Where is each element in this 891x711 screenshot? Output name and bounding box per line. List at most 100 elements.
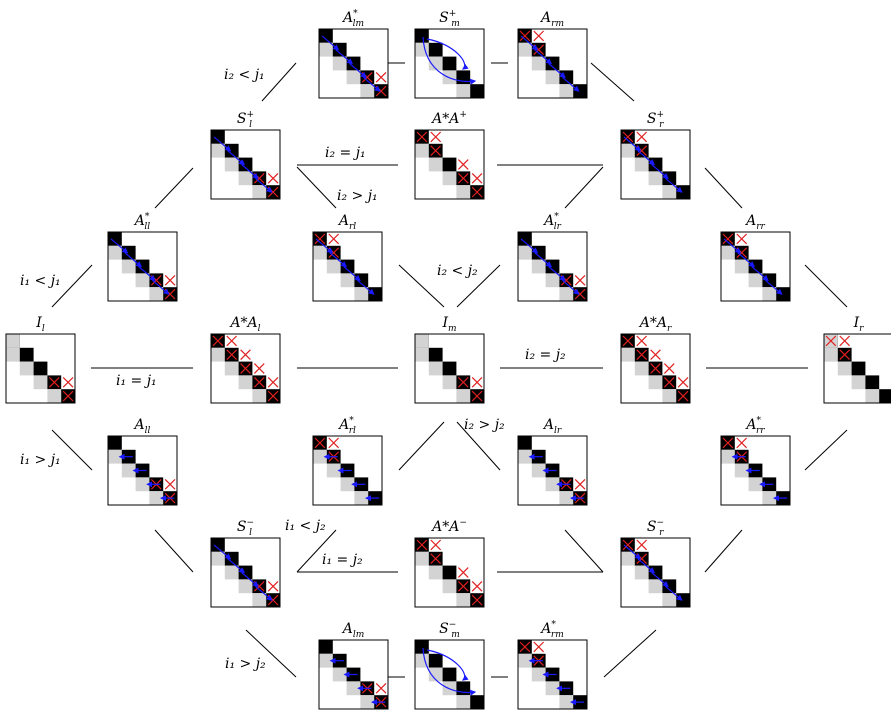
shift-arrow <box>329 252 348 268</box>
shift-arrow <box>651 164 669 180</box>
matrix-box <box>210 333 281 404</box>
shift-arrow <box>213 544 232 560</box>
subdiagonal-cell <box>346 681 361 696</box>
shift-arrow <box>765 279 783 295</box>
shift-arrow <box>562 76 580 92</box>
subdiagonal-cell <box>428 361 443 376</box>
subdiagonal-cell <box>415 653 429 668</box>
matrix-box <box>620 129 691 200</box>
subdiagonal-cell <box>545 681 560 696</box>
zero-cross <box>164 274 176 286</box>
matrix-frame <box>517 435 588 506</box>
subdiagonal-cell <box>149 491 164 505</box>
zero-cross <box>622 131 634 143</box>
node-label: S+r <box>647 110 664 130</box>
shift-arrow <box>623 544 642 560</box>
subdiagonal-cell <box>442 579 457 594</box>
zero-cross <box>267 376 279 388</box>
matrix-frame <box>517 28 588 99</box>
subdiagonal-cell <box>456 389 471 403</box>
node-label: A*rr <box>744 416 765 436</box>
subdiagonal-cell <box>662 185 677 199</box>
subdiagonal-cell <box>211 551 225 566</box>
subdiagonal-cell <box>621 143 635 158</box>
zero-cross <box>62 390 74 402</box>
subdiagonal-cell <box>360 84 375 98</box>
diagonal-block <box>851 361 866 376</box>
shift-arrow <box>426 649 469 681</box>
matrix-box <box>414 333 485 404</box>
zero-cross <box>457 580 469 592</box>
zero-cross <box>240 363 251 374</box>
matrix-box <box>318 28 389 99</box>
node-label: A*ll <box>133 212 151 232</box>
diagonal-block <box>531 245 546 260</box>
subdiagonal-cell <box>211 143 225 158</box>
zero-cross <box>622 539 634 551</box>
zero-cross <box>533 30 545 42</box>
subdiagonal-cell <box>428 667 443 682</box>
subdiagonal-cell <box>518 42 532 57</box>
node-label: Il <box>35 315 45 334</box>
matrix-frame <box>414 333 485 404</box>
shift-arrow <box>534 49 553 65</box>
subdiagonal-cell <box>734 259 749 274</box>
zero-cross <box>457 172 469 184</box>
condition-label: i₁ > j₁ <box>20 452 61 468</box>
matrix-box <box>414 129 485 200</box>
diagonal-block <box>108 436 122 450</box>
matrix-frame <box>210 129 281 200</box>
subdiagonal-cell <box>340 477 355 492</box>
matrix-box <box>5 333 76 404</box>
shift-arrow <box>335 49 354 65</box>
subdiagonal-cell <box>224 157 239 172</box>
subdiagonal-cell <box>354 491 369 505</box>
matrix-frame <box>414 28 485 99</box>
diagonal-block <box>442 565 457 580</box>
node-label: A*Al <box>228 315 260 334</box>
shift-arrow <box>343 266 361 282</box>
zero-cross <box>328 233 340 245</box>
subdiagonal-cell <box>332 56 347 71</box>
zero-cross <box>253 363 265 374</box>
subdiagonal-cell <box>518 653 532 668</box>
subdiagonal-cell <box>252 389 267 403</box>
node-label: Arm <box>539 10 564 29</box>
shift-arrow <box>665 177 683 193</box>
zero-cross <box>457 376 469 388</box>
diagonal-block <box>428 347 443 362</box>
matrix-frame <box>414 537 485 608</box>
zero-cross <box>328 437 340 449</box>
subdiagonal-cell <box>313 245 327 260</box>
zero-cross <box>375 682 387 694</box>
subdiagonal-cell <box>748 477 763 492</box>
zero-cross <box>164 478 176 490</box>
zero-cross <box>267 390 279 402</box>
shift-arrow <box>110 238 129 254</box>
diagonal-block <box>879 389 891 403</box>
subdiagonal-cell <box>621 347 635 362</box>
diagonal-block <box>428 653 443 668</box>
matrix-frame <box>414 129 485 200</box>
shift-arrow <box>520 238 539 254</box>
zero-cross <box>416 539 428 551</box>
subdiagonal-cell <box>648 375 663 390</box>
diagonal-block <box>559 70 574 85</box>
matrix-boxes <box>5 28 891 710</box>
diagonal-block <box>121 245 136 260</box>
diagonal-block <box>319 640 333 654</box>
node-label: A*rm <box>539 620 563 640</box>
diagonal-block <box>211 538 225 552</box>
matrix-frame <box>107 231 178 302</box>
shift-arrow <box>737 252 756 268</box>
diagonal-block <box>676 185 690 199</box>
zero-cross <box>663 363 675 374</box>
shift-arrow <box>562 279 580 295</box>
subdiagonal-cell <box>824 347 838 362</box>
matrix-frame <box>620 333 691 404</box>
zero-cross <box>62 376 74 388</box>
subdiagonal-cell <box>211 347 225 362</box>
zero-cross <box>375 71 387 83</box>
matrix-box <box>720 231 791 302</box>
diagonal-block <box>354 273 369 288</box>
